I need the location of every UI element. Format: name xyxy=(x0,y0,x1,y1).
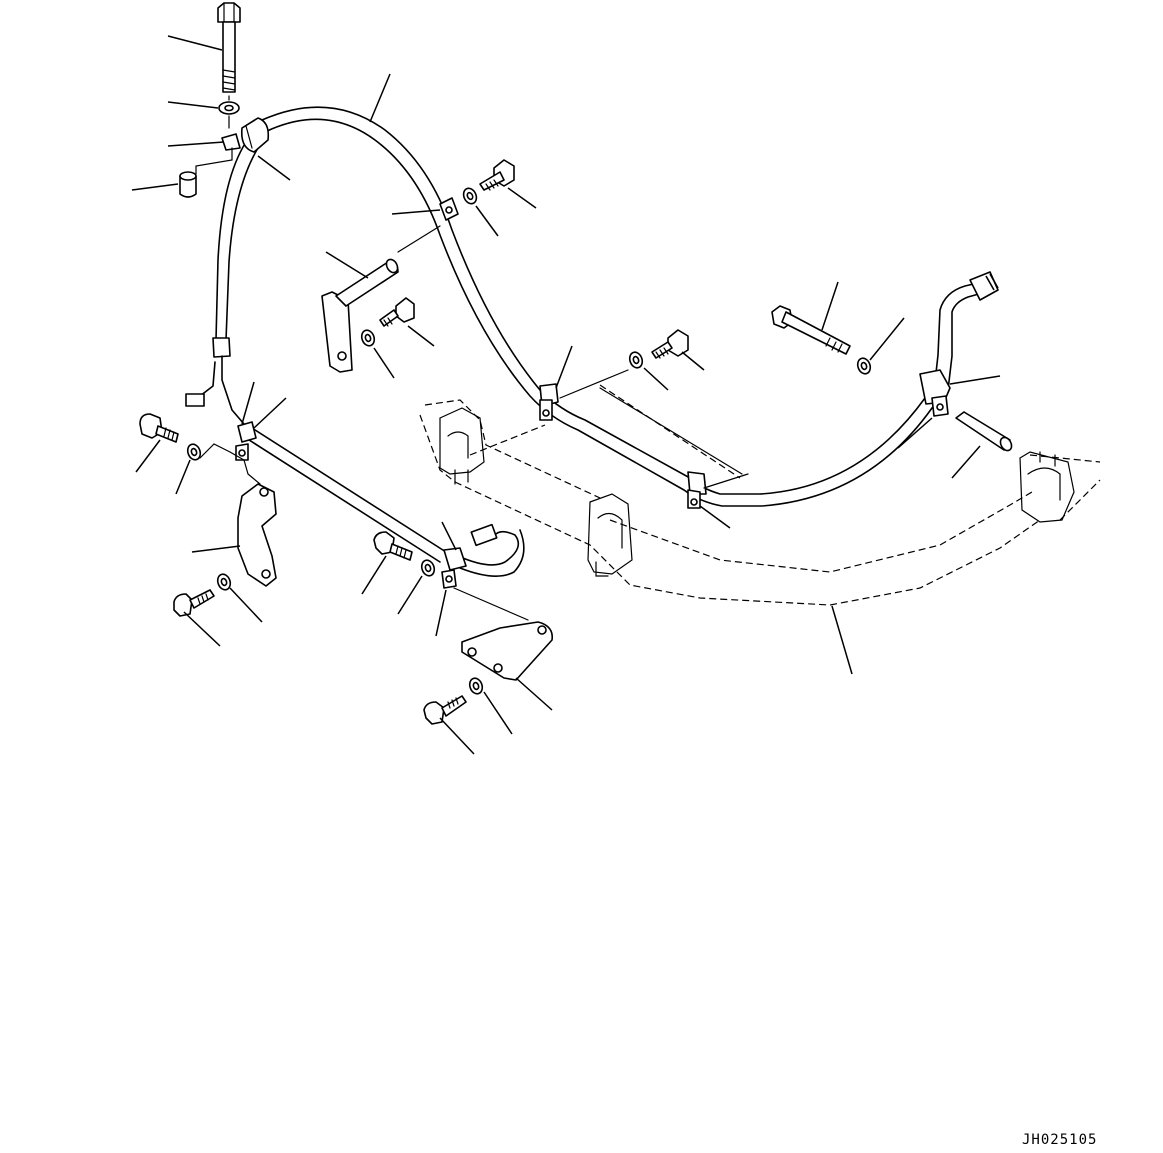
tube-end-fitting xyxy=(969,271,999,301)
assembly-guides xyxy=(195,95,749,621)
leader-18 xyxy=(949,375,1001,385)
leader-14 xyxy=(681,351,705,371)
leader-24 xyxy=(135,439,161,473)
leader-17 xyxy=(869,317,905,361)
bolt-bottom-left xyxy=(173,589,215,617)
leader-28 xyxy=(229,587,263,623)
bolt-center xyxy=(651,329,689,359)
leader-13 xyxy=(555,345,573,389)
frame-mount-center xyxy=(587,493,633,577)
bolt-lower-left xyxy=(139,413,179,443)
leader-25 xyxy=(175,459,191,495)
drawing-code: JH025105 xyxy=(1022,1132,1098,1148)
leader-29 xyxy=(441,521,457,551)
spacer-collar xyxy=(179,171,197,198)
leader-04 xyxy=(131,183,179,191)
bolt-upper xyxy=(479,159,515,191)
bracket-lower xyxy=(461,621,554,681)
leader-16 xyxy=(821,281,839,331)
leader-03 xyxy=(167,141,225,147)
leader-11 xyxy=(407,325,435,347)
washer-lower-left xyxy=(186,443,202,461)
washer-mid-left xyxy=(360,329,376,347)
leader-27 xyxy=(183,611,221,647)
leader-10 xyxy=(325,251,369,279)
leader-26 xyxy=(191,545,241,553)
left-hose xyxy=(185,141,259,425)
washer-top xyxy=(218,101,240,115)
washer-bottom-left xyxy=(216,573,232,591)
clamp-center-lower xyxy=(441,547,467,589)
leader-36 xyxy=(831,605,853,675)
leader-01 xyxy=(167,35,223,51)
callout-leaders xyxy=(131,35,1001,755)
bolt-bottom xyxy=(423,695,467,725)
leader-05 xyxy=(369,73,391,123)
leader-09 xyxy=(475,205,499,237)
leader-21 xyxy=(699,505,731,529)
leader-35 xyxy=(483,691,513,735)
washer-center xyxy=(628,351,644,369)
bolt-mid-left xyxy=(379,297,415,327)
phantom-frame-outline xyxy=(419,384,1101,606)
clamp-lower-mid xyxy=(687,471,707,509)
lower-connector xyxy=(470,523,498,547)
washer-lower-center xyxy=(420,559,436,577)
leader-19 xyxy=(897,417,933,449)
leader-15 xyxy=(643,367,669,391)
main-tube xyxy=(261,106,999,507)
leader-07 xyxy=(391,209,441,215)
long-bolt-right xyxy=(771,305,851,355)
leader-20 xyxy=(951,445,981,479)
clamp-left-lower xyxy=(235,421,257,461)
left-connector xyxy=(185,393,205,407)
leader-33 xyxy=(515,677,553,711)
bracket-left xyxy=(237,483,277,587)
clamp-mid xyxy=(539,383,559,421)
leader-23 xyxy=(253,397,287,429)
long-bolt-top xyxy=(217,2,241,93)
frame-mount-right xyxy=(1019,451,1075,523)
leader-34 xyxy=(439,717,475,755)
washer-right xyxy=(856,357,872,375)
leader-02 xyxy=(167,101,219,109)
lower-pipe xyxy=(245,427,525,577)
pin-right xyxy=(955,411,1013,452)
washer-bottom xyxy=(468,677,484,695)
leader-22 xyxy=(241,381,255,425)
leader-31 xyxy=(397,575,423,615)
leader-32 xyxy=(435,589,447,637)
pin-bracket xyxy=(321,258,399,373)
leader-30 xyxy=(361,555,387,595)
leader-06 xyxy=(257,155,291,181)
washer-upper xyxy=(462,187,478,205)
clamp-upper-mid xyxy=(439,197,459,221)
leader-12 xyxy=(373,347,395,379)
bolt-lower-center xyxy=(373,531,413,561)
clamp-top-left xyxy=(221,117,270,153)
clamp-right xyxy=(919,369,951,417)
leader-08 xyxy=(507,187,537,209)
frame-mount-left xyxy=(439,407,485,485)
